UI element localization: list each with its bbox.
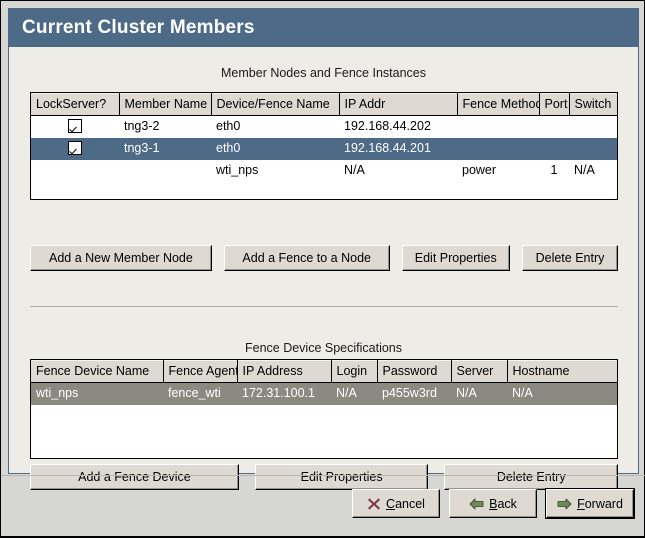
- cancel-x-icon: [367, 497, 381, 511]
- footer-separator: [1, 475, 645, 476]
- fence-devices-table: Fence Device Name Fence Agent IP Address…: [31, 360, 617, 405]
- back-label-rest: ack: [497, 496, 517, 511]
- member-nodes-button-row: Add a New Member Node Add a Fence to a N…: [30, 245, 618, 271]
- col-header-ip-addr[interactable]: IP Addr: [339, 93, 458, 116]
- cell-ip-addr: 192.168.44.201: [344, 141, 431, 155]
- col-header-lockserver[interactable]: LockServer?: [31, 93, 120, 116]
- delete-entry-button-members[interactable]: Delete Entry: [521, 245, 618, 271]
- cell-switch: N/A: [574, 163, 595, 177]
- cell-member-name: tng3-2: [124, 119, 160, 134]
- member-nodes-section-title: Member Nodes and Fence Instances: [221, 66, 426, 80]
- cancel-button[interactable]: Cancel: [352, 489, 440, 518]
- col-header-login[interactable]: Login: [331, 360, 378, 383]
- dialog-footer: Cancel Back Forward: [1, 475, 645, 538]
- cell-switch: [569, 138, 617, 160]
- member-nodes-table-container[interactable]: LockServer? Member Name Device/Fence Nam…: [30, 92, 618, 200]
- cancel-mnemonic: C: [386, 496, 396, 511]
- section-separator: [30, 306, 618, 307]
- cell-hostname: N/A: [512, 386, 533, 401]
- forward-label-rest: orward: [584, 496, 623, 511]
- table-row[interactable]: tng3-1 eth0 192.168.44.201: [31, 137, 617, 160]
- member-nodes-header-row: LockServer? Member Name Device/Fence Nam…: [31, 93, 617, 116]
- cell-lockserver[interactable]: [31, 116, 119, 138]
- footer-button-row: Cancel Back Forward: [352, 489, 634, 518]
- edit-properties-button-members[interactable]: Edit Properties: [401, 245, 510, 271]
- fence-devices-section-title: Fence Device Specifications: [244, 341, 403, 355]
- edit-properties-button-fence[interactable]: Edit Properties: [254, 464, 429, 490]
- cell-device-fence-name: eth0: [216, 141, 241, 155]
- col-header-fence-method[interactable]: Fence Method: [457, 93, 540, 116]
- cell-lockserver: [31, 160, 119, 182]
- cell-fence-method: [457, 138, 539, 160]
- cell-device-fence-name: eth0: [216, 119, 241, 134]
- cell-ip-addr: N/A: [344, 163, 365, 177]
- col-header-password[interactable]: Password: [377, 360, 452, 383]
- col-header-server[interactable]: Server: [451, 360, 508, 383]
- table-row[interactable]: tng3-2 eth0 192.168.44.202: [31, 115, 617, 138]
- panel-body: Member Nodes and Fence Instances LockSer…: [9, 47, 638, 490]
- back-mnemonic: B: [489, 496, 498, 511]
- col-header-member-name[interactable]: Member Name: [119, 93, 212, 116]
- forward-button-label: Forward: [577, 497, 623, 511]
- col-header-port[interactable]: Port: [539, 93, 570, 116]
- arrow-right-icon: [557, 497, 572, 511]
- lockserver-checkbox[interactable]: [68, 140, 82, 155]
- table-row[interactable]: wti_nps N/A power 1 N/A: [31, 159, 617, 182]
- add-new-member-node-button[interactable]: Add a New Member Node: [30, 245, 212, 271]
- cell-server: N/A: [456, 386, 477, 401]
- cell-fence-method: [457, 116, 539, 138]
- cell-device-fence-name: wti_nps: [216, 163, 259, 177]
- cell-switch: [569, 116, 617, 138]
- back-button-label: Back: [489, 497, 517, 511]
- cell-fence-method: power: [462, 163, 497, 177]
- cell-port: [539, 138, 569, 160]
- member-nodes-table: LockServer? Member Name Device/Fence Nam…: [31, 93, 617, 182]
- back-button[interactable]: Back: [449, 489, 537, 518]
- cancel-label-rest: ancel: [395, 496, 425, 511]
- cell-fence-device-name: wti_nps: [36, 386, 79, 401]
- col-header-device-fence-name[interactable]: Device/Fence Name: [211, 93, 340, 116]
- dialog-titlebar: Current Cluster Members: [9, 9, 638, 47]
- cell-port: [539, 116, 569, 138]
- forward-button[interactable]: Forward: [546, 489, 634, 518]
- add-fence-to-node-button[interactable]: Add a Fence to a Node: [223, 245, 390, 271]
- cell-port: 1: [550, 163, 558, 177]
- cell-member-name: tng3-1: [124, 141, 160, 155]
- page-title: Current Cluster Members: [22, 17, 255, 38]
- cell-ip-addr: 192.168.44.202: [344, 119, 431, 134]
- cell-lockserver[interactable]: [31, 138, 119, 160]
- cancel-button-label: Cancel: [386, 497, 425, 511]
- cell-member-name: [119, 160, 211, 182]
- fence-devices-button-row: Add a Fence Device Edit Properties Delet…: [30, 464, 618, 490]
- forward-mnemonic: F: [577, 496, 585, 511]
- fence-devices-header-row: Fence Device Name Fence Agent IP Address…: [31, 360, 617, 383]
- col-header-fence-agent[interactable]: Fence Agent: [163, 360, 238, 383]
- fence-devices-table-container[interactable]: Fence Device Name Fence Agent IP Address…: [30, 359, 618, 459]
- cell-password: p455w3rd: [382, 386, 437, 401]
- cell-ip-address: 172.31.100.1: [242, 386, 315, 401]
- col-header-ip-address[interactable]: IP Address: [237, 360, 332, 383]
- lockserver-checkbox[interactable]: [68, 118, 82, 133]
- add-fence-device-button[interactable]: Add a Fence Device: [30, 464, 239, 490]
- cell-fence-agent: fence_wti: [168, 386, 221, 401]
- druid-panel: Current Cluster Members Member Nodes and…: [8, 8, 639, 490]
- delete-entry-button-fence[interactable]: Delete Entry: [444, 464, 618, 490]
- arrow-left-icon: [469, 497, 484, 511]
- table-row[interactable]: wti_nps fence_wti 172.31.100.1 N/A p455w…: [31, 382, 617, 405]
- col-header-switch[interactable]: Switch: [569, 93, 617, 116]
- cell-login: N/A: [336, 386, 357, 401]
- col-header-fence-device-name[interactable]: Fence Device Name: [31, 360, 164, 383]
- col-header-hostname[interactable]: Hostname: [507, 360, 617, 383]
